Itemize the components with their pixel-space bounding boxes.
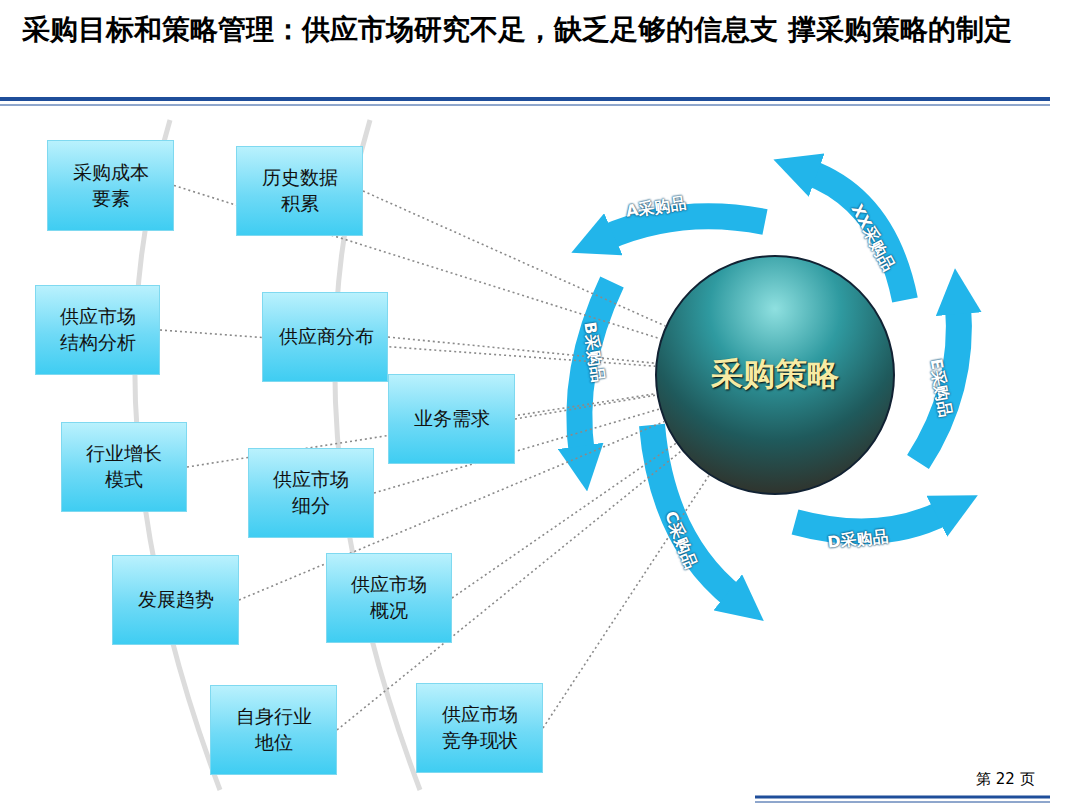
box-label: 发展趋势 <box>130 587 222 613</box>
dotted-connector <box>363 191 665 326</box>
strategy-sphere: 采购策略 <box>655 255 895 495</box>
factor-box: 供应商分布 <box>262 292 388 382</box>
dotted-connector <box>452 443 676 598</box>
arrow-label: B采购品 <box>578 321 607 384</box>
factor-box: 自身行业 地位 <box>210 685 337 775</box>
arrow-label: D采购品 <box>826 526 889 553</box>
factor-box: 供应市场 竞争现状 <box>416 683 543 773</box>
box-label: 供应市场 细分 <box>265 467 357 518</box>
arrow-label: XX采购品 <box>846 201 899 275</box>
dotted-connector <box>543 475 709 728</box>
arrow-label: A采购品 <box>625 193 688 222</box>
box-label: 行业增长 模式 <box>78 441 170 492</box>
sphere-label: 采购策略 <box>711 353 839 397</box>
box-label: 业务需求 <box>406 406 498 432</box>
swirl-arrow <box>579 282 612 455</box>
arrow-label: C采购品 <box>659 508 701 571</box>
factor-box: 历史数据 积累 <box>236 146 363 236</box>
factor-box: 供应市场 细分 <box>248 448 374 538</box>
box-label: 采购成本 要素 <box>65 160 157 211</box>
dotted-connector <box>515 395 657 419</box>
box-label: 供应市场 结构分析 <box>52 304 144 355</box>
box-label: 供应市场 竞争现状 <box>434 702 526 753</box>
box-label: 供应商分布 <box>279 324 371 350</box>
box-label: 供应市场 概况 <box>343 572 435 623</box>
swirl-arrow <box>918 305 959 462</box>
rule <box>0 105 1050 106</box>
rule <box>0 97 1050 101</box>
factor-box: 供应市场 结构分析 <box>35 285 160 375</box>
dotted-connector <box>388 337 656 363</box>
box-label: 历史数据 积累 <box>254 165 346 216</box>
factor-box: 业务需求 <box>388 374 515 464</box>
factor-box: 发展趋势 <box>112 555 239 645</box>
page-number: 第 22 页 <box>976 770 1035 789</box>
slide-title: 采购目标和策略管理：供应市场研究不足，缺乏足够的信息支 撑采购策略的制定 <box>22 14 1022 46</box>
factor-box: 供应市场 概况 <box>326 553 452 643</box>
rule <box>755 802 1050 803</box>
rule <box>755 796 1050 799</box>
box-label: 自身行业 地位 <box>228 704 320 755</box>
factor-box: 采购成本 要素 <box>47 140 174 231</box>
arrow-label: E采购品 <box>925 357 956 419</box>
factor-box: 行业增长 模式 <box>61 422 187 512</box>
